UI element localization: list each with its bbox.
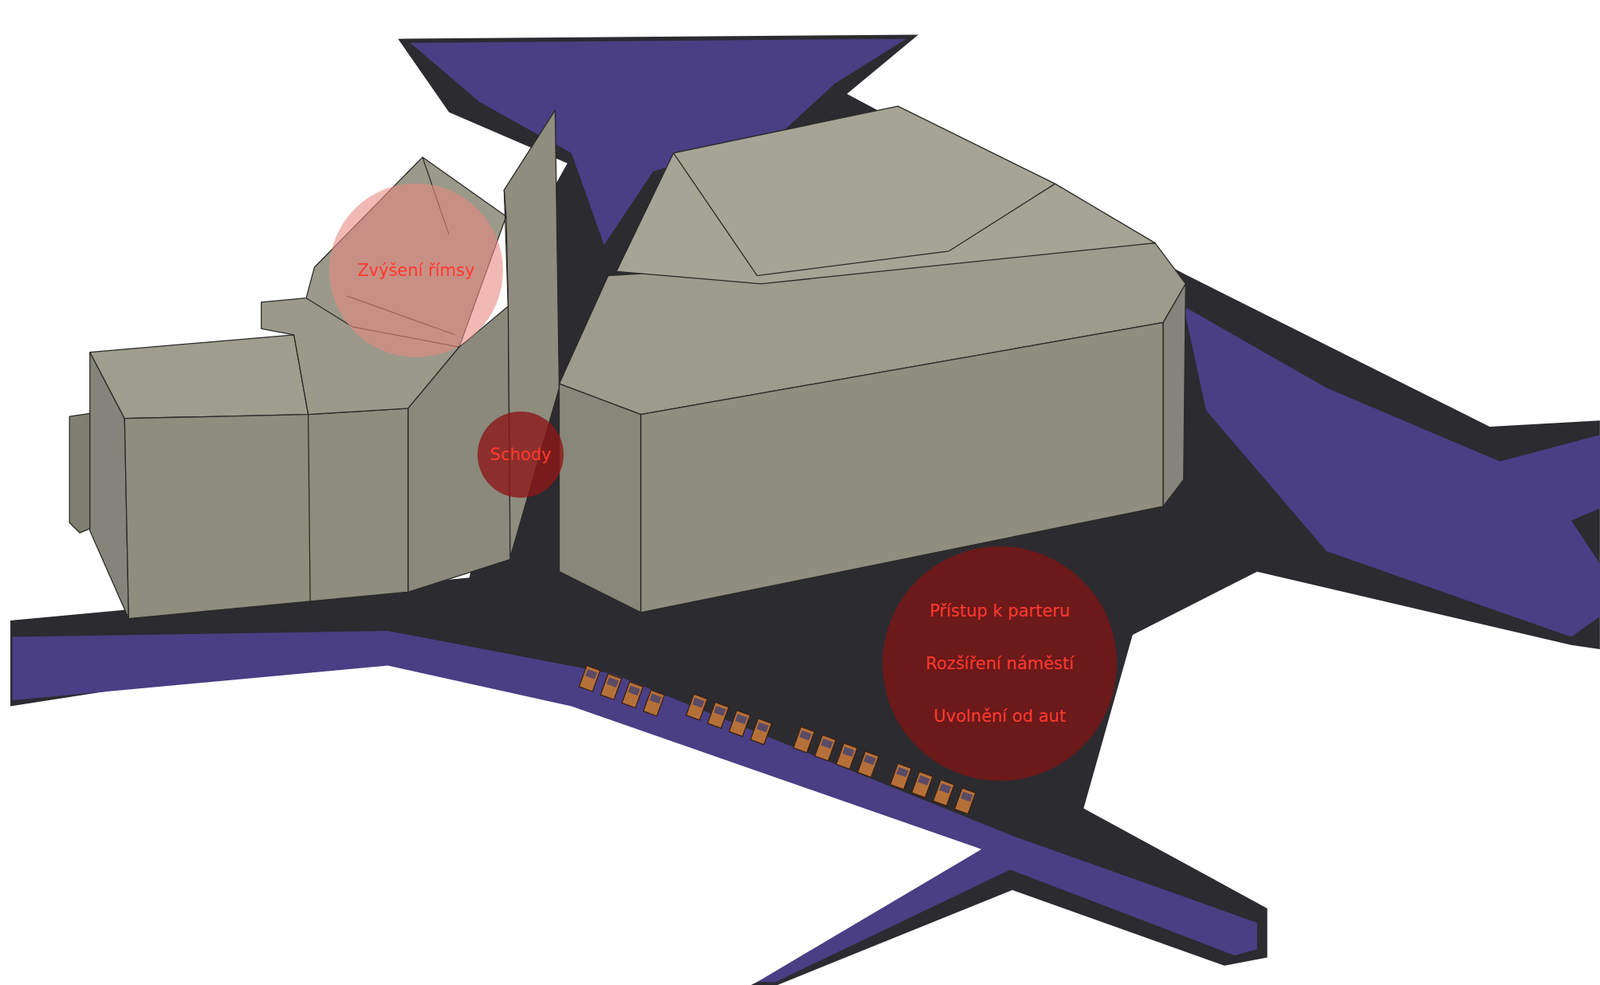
car [686, 693, 708, 720]
car-window [896, 766, 909, 778]
car-window [960, 790, 973, 802]
car-body [954, 787, 975, 814]
car [890, 762, 912, 790]
car-body [750, 718, 771, 745]
car-window [917, 774, 930, 786]
callout-text: Přístup k parteru [929, 600, 1070, 622]
car-window [863, 754, 876, 765]
car-body [643, 689, 665, 716]
car-body [912, 771, 933, 799]
car-body [686, 693, 708, 720]
car [621, 681, 643, 708]
building-side [558, 383, 641, 613]
car-body [814, 734, 836, 761]
car-body [578, 664, 600, 692]
car [578, 664, 600, 692]
building-front [124, 408, 409, 619]
building-front [640, 322, 1164, 612]
callout-circle: Přístup k parteruRozšíření náměstíUvolně… [882, 546, 1117, 781]
car-body [890, 762, 912, 790]
car [707, 701, 729, 728]
car [729, 710, 751, 737]
car-body [621, 681, 643, 708]
circle-fill [477, 411, 564, 498]
circle-fill [329, 183, 504, 358]
car-window [821, 738, 834, 749]
car-window [585, 668, 598, 680]
car-window [649, 693, 662, 704]
car-body [857, 750, 879, 778]
building-side [69, 412, 91, 533]
car [814, 734, 836, 761]
callout-text: Zvýšení římsy [357, 259, 475, 281]
circle-fill [882, 546, 1117, 781]
building-side [1163, 283, 1186, 507]
callout-circle: Zvýšení římsy [329, 183, 504, 358]
street-surface [10, 35, 1600, 985]
car [932, 779, 954, 806]
car-window [713, 705, 726, 716]
car [793, 726, 814, 753]
car-window [756, 721, 769, 732]
car-body [729, 710, 751, 737]
car [857, 750, 879, 778]
building-edge [673, 153, 1056, 276]
car [912, 771, 933, 799]
car-window [842, 746, 855, 757]
car-window [939, 782, 952, 794]
car-body [707, 701, 729, 728]
callout-text: Uvolnění od aut [933, 705, 1066, 727]
car-window [735, 713, 747, 724]
car-body [793, 726, 814, 753]
car-window [799, 730, 812, 741]
car-body [600, 673, 622, 700]
building-roof [616, 106, 1156, 284]
car-body [932, 779, 954, 806]
car [954, 787, 975, 814]
callout-circle: Schody [477, 411, 564, 498]
road [1183, 306, 1600, 637]
car [750, 718, 771, 745]
car [643, 689, 665, 716]
car-body [836, 742, 858, 770]
car-window [628, 684, 641, 696]
building-roof [90, 334, 309, 419]
callout-text: Schody [490, 444, 552, 465]
car [600, 673, 622, 700]
building-edge [503, 189, 508, 307]
car [836, 742, 858, 770]
callout-text: Rozšíření náměstí [925, 652, 1074, 674]
car-window [606, 676, 619, 688]
building-edge [308, 414, 311, 607]
car-window [691, 697, 704, 708]
